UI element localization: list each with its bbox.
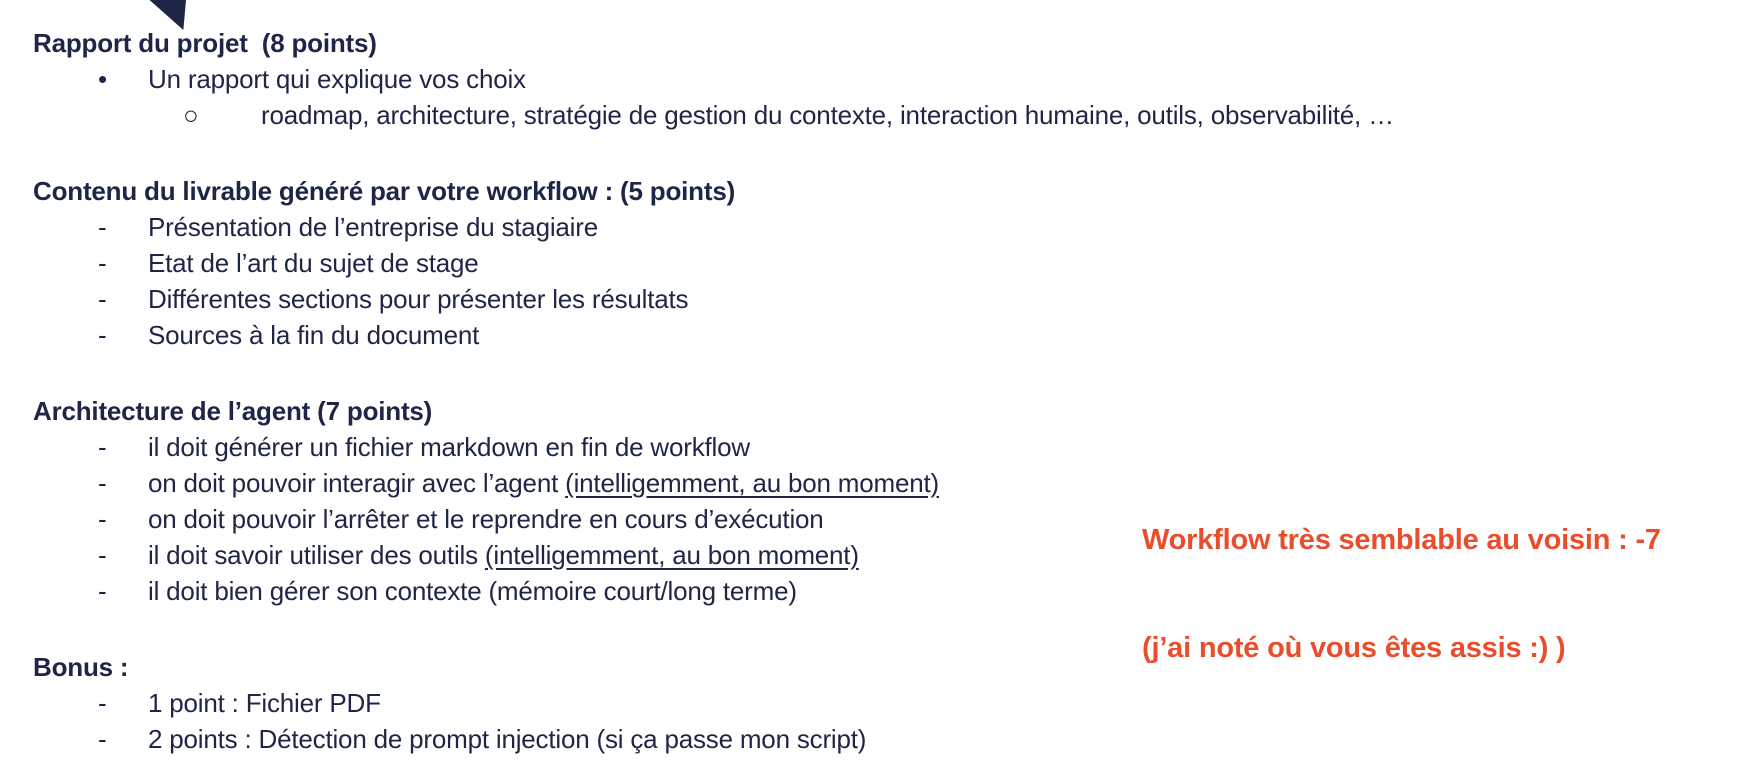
bullet-marker: - — [98, 724, 107, 754]
list-item: - on doit pouvoir l’arrêter et le reprend… — [33, 501, 1733, 537]
section-heading: Contenu du livrable généré par votre wor… — [33, 176, 736, 206]
section: Rapport du projet (8 points) • Un rapport … — [33, 25, 1733, 133]
list-item: - 1 point : Fichier PDF — [33, 685, 1733, 721]
list-item: - Différentes sections pour présenter les… — [33, 281, 1733, 317]
item-text: Etat de l’art du sujet de stage — [148, 248, 479, 278]
list-item: - Présentation de l’entreprise du stagiai… — [33, 209, 1733, 245]
bullet-marker: - — [98, 468, 107, 498]
section: Architecture de l’agent (7 points) - il do… — [33, 393, 1733, 609]
item-text: Différentes sections pour présenter les … — [148, 284, 689, 314]
grader-annotation: Workflow très semblable au voisin : -7 (… — [1142, 450, 1661, 738]
bullet-marker: - — [98, 432, 107, 462]
item-text: on doit pouvoir interagir avec l’agent — [148, 468, 566, 498]
section: Contenu du livrable généré par votre wor… — [33, 173, 1733, 353]
bullet-marker: - — [98, 212, 107, 242]
bullet-marker: - — [98, 540, 107, 570]
list-item: - Etat de l’art du sujet de stage — [33, 245, 1733, 281]
item-text: Un rapport qui explique vos choix — [148, 64, 526, 94]
section: Bonus : - 1 point : Fichier PDF - 2 points :… — [33, 649, 1733, 757]
item-text: 2 points : Détection de prompt injection… — [148, 724, 867, 754]
list-item: • Un rapport qui explique vos choix — [33, 61, 1733, 97]
bullet-marker: ○ — [183, 100, 199, 130]
list-item: - il doit savoir utiliser des outils (int… — [33, 537, 1733, 573]
list-item: - 2 points : Détection de prompt injectio… — [33, 721, 1733, 757]
bullet-marker: - — [98, 576, 107, 606]
annotation-line-2: (j’ai noté où vous êtes assis :) ) — [1142, 632, 1566, 664]
bullet-marker: - — [98, 248, 107, 278]
section-heading: Rapport du projet (8 points) — [33, 28, 377, 58]
list-item: ○ roadmap, architecture, stratégie de ges… — [33, 97, 1733, 133]
item-text: on doit pouvoir l’arrêter et le reprendr… — [148, 504, 824, 534]
list-item: - il doit bien gérer son contexte (mémoir… — [33, 573, 1733, 609]
item-text: il doit bien gérer son contexte (mémoire… — [148, 576, 797, 606]
list-item: -on doit pouvoir interagir avec l’agent … — [33, 465, 1733, 501]
item-text: il doit savoir utiliser des outils — [148, 540, 485, 570]
annotation-line-1: Workflow très semblable au voisin : -7 — [1142, 524, 1661, 556]
item-text-underlined: (intelligemment, au bon moment) — [484, 540, 859, 570]
bullet-marker: - — [98, 688, 107, 718]
item-text: roadmap, architecture, stratégie de gest… — [261, 100, 1394, 130]
list-item: - Sources à la fin du document — [33, 317, 1733, 353]
bullet-marker: - — [98, 284, 107, 314]
item-text: 1 point : Fichier PDF — [148, 688, 381, 718]
item-text: Présentation de l’entreprise du stagiair… — [148, 212, 598, 242]
grading-criteria-list: Rapport du projet (8 points) • Un rapport … — [33, 25, 1733, 757]
bullet-marker: - — [98, 320, 107, 350]
item-text: il doit générer un fichier markdown en f… — [148, 432, 750, 462]
item-text-underlined: (intelligemment, au bon moment) — [565, 468, 939, 498]
section-heading: Bonus : — [33, 652, 129, 682]
section-heading: Architecture de l’agent (7 points) — [33, 396, 433, 426]
bullet-marker: - — [98, 504, 107, 534]
list-item: - il doit générer un fichier markdown en … — [33, 429, 1733, 465]
item-text: Sources à la fin du document — [148, 320, 480, 350]
bullet-marker: • — [98, 64, 107, 94]
